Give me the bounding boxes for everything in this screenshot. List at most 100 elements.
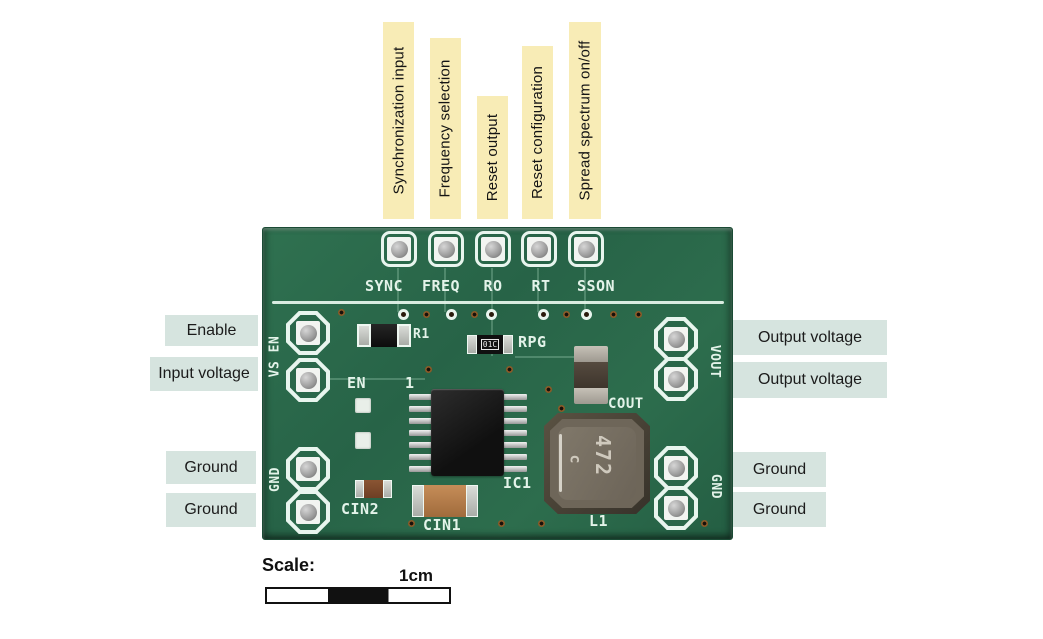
silkscreen-r1: R1 bbox=[413, 327, 430, 342]
trace bbox=[537, 268, 539, 312]
pad-ro bbox=[475, 231, 511, 267]
trace bbox=[329, 378, 425, 380]
silkscreen-freq: FREQ bbox=[421, 277, 461, 295]
pad-rt bbox=[521, 231, 557, 267]
pad-gnd-right-1-hole bbox=[664, 456, 688, 480]
annotation-enable-label: Enable bbox=[186, 321, 237, 339]
ic-pin bbox=[409, 418, 433, 424]
silkscreen-cin1: CIN1 bbox=[423, 516, 462, 534]
pad-sson bbox=[568, 231, 604, 267]
capacitor-cout bbox=[574, 346, 608, 404]
silkscreen-gnd-right: GND bbox=[707, 473, 723, 499]
annotation-ground-left-1: Ground bbox=[166, 451, 256, 484]
pad-vs bbox=[286, 358, 330, 402]
via bbox=[446, 309, 457, 320]
inductor-marking-value: 472 bbox=[591, 434, 615, 478]
pad-vout-2 bbox=[654, 357, 698, 401]
via bbox=[425, 366, 432, 373]
annotation-frequency-selection: Frequency selection bbox=[430, 38, 461, 219]
inductor-l1: c 472 bbox=[544, 413, 650, 514]
silkscreen-vs-en: VS EN bbox=[267, 335, 283, 377]
ic-pin bbox=[409, 454, 433, 460]
pad-gnd-right-2 bbox=[654, 486, 698, 530]
annotation-sync-input: Synchronization input bbox=[383, 22, 414, 219]
silkscreen-sync: SYNC bbox=[364, 277, 404, 295]
annotation-spread-spectrum: Spread spectrum on/off bbox=[569, 22, 601, 219]
via bbox=[610, 311, 617, 318]
trace bbox=[397, 268, 399, 312]
annotation-ground-right-2: Ground bbox=[733, 492, 826, 527]
trace bbox=[444, 268, 446, 312]
pad-vout-2-hole bbox=[664, 367, 688, 391]
silkscreen-ic1: IC1 bbox=[503, 474, 532, 492]
via bbox=[423, 311, 430, 318]
ic-pin bbox=[409, 430, 433, 436]
pad-gnd-left-2-hole bbox=[296, 500, 320, 524]
ic-pin bbox=[503, 406, 527, 412]
silkscreen-cin2: CIN2 bbox=[341, 500, 380, 518]
annotation-reset-output-label: Reset output bbox=[484, 113, 501, 202]
solder-pad bbox=[355, 432, 371, 449]
annotation-ground-right-1-label: Ground bbox=[752, 460, 807, 478]
silkscreen-en: EN bbox=[347, 374, 367, 392]
silkscreen-cout: COUT bbox=[608, 396, 644, 412]
silkscreen-rpg: RPG bbox=[518, 333, 547, 351]
pad-gnd-left-1-hole bbox=[296, 457, 320, 481]
ic-pin bbox=[503, 466, 527, 472]
silkscreen-rt: RT bbox=[531, 277, 551, 295]
via bbox=[398, 309, 409, 320]
pad-ro-hole bbox=[481, 237, 505, 261]
solder-pad bbox=[355, 398, 371, 413]
annotation-spread-spectrum-label: Spread spectrum on/off bbox=[576, 40, 594, 201]
ic-pin bbox=[503, 430, 527, 436]
resistor-r1 bbox=[357, 324, 411, 347]
via bbox=[701, 520, 708, 527]
pad-sson-hole bbox=[574, 237, 598, 261]
via bbox=[558, 405, 565, 412]
via bbox=[581, 309, 592, 320]
pad-freq bbox=[428, 231, 464, 267]
ic-pin bbox=[409, 394, 433, 400]
annotation-ground-right-1: Ground bbox=[733, 452, 826, 487]
pcb-board: SYNC FREQ RO RT SSON bbox=[262, 227, 733, 540]
ic-pin bbox=[503, 454, 527, 460]
via bbox=[486, 309, 497, 320]
pad-vout-1-hole bbox=[664, 327, 688, 351]
ic-pin bbox=[409, 406, 433, 412]
via bbox=[538, 520, 545, 527]
annotation-reset-configuration-label: Reset configuration bbox=[529, 65, 547, 200]
annotation-input-voltage: Input voltage bbox=[150, 357, 258, 391]
annotation-output-voltage-2: Output voltage bbox=[733, 362, 887, 398]
ic-pin bbox=[503, 394, 527, 400]
annotation-reset-configuration: Reset configuration bbox=[522, 46, 553, 219]
annotation-output-voltage-1: Output voltage bbox=[733, 320, 887, 355]
pad-vs-hole bbox=[296, 368, 320, 392]
silkscreen-sson: SSON bbox=[576, 277, 616, 295]
pad-sync-hole bbox=[387, 237, 411, 261]
annotation-frequency-selection-label: Frequency selection bbox=[437, 59, 455, 198]
pad-en-hole bbox=[296, 321, 320, 345]
via bbox=[545, 386, 552, 393]
via bbox=[635, 311, 642, 318]
annotation-reset-output: Reset output bbox=[477, 96, 508, 219]
silkscreen-divider-line bbox=[272, 301, 724, 304]
via bbox=[538, 309, 549, 320]
annotation-output-voltage-1-label: Output voltage bbox=[757, 328, 863, 346]
pad-gnd-left-1 bbox=[286, 447, 330, 491]
annotation-input-voltage-label: Input voltage bbox=[158, 365, 250, 382]
trace bbox=[515, 356, 575, 358]
pad-gnd-left-2 bbox=[286, 490, 330, 534]
ic-pin bbox=[409, 442, 433, 448]
annotation-ground-right-2-label: Ground bbox=[752, 500, 807, 518]
pad-rt-hole bbox=[527, 237, 551, 261]
pad-vout-1 bbox=[654, 317, 698, 361]
trace bbox=[584, 268, 586, 312]
silkscreen-gnd-left: GND bbox=[267, 466, 283, 492]
annotation-sync-input-label: Synchronization input bbox=[390, 46, 407, 195]
scale-bar bbox=[265, 587, 451, 604]
pad-sync bbox=[381, 231, 417, 267]
capacitor-cin2 bbox=[355, 480, 392, 498]
silkscreen-pin1: 1 bbox=[405, 374, 415, 392]
rpg-chip-marking: 01C bbox=[480, 339, 500, 350]
capacitor-cin1 bbox=[412, 485, 478, 517]
